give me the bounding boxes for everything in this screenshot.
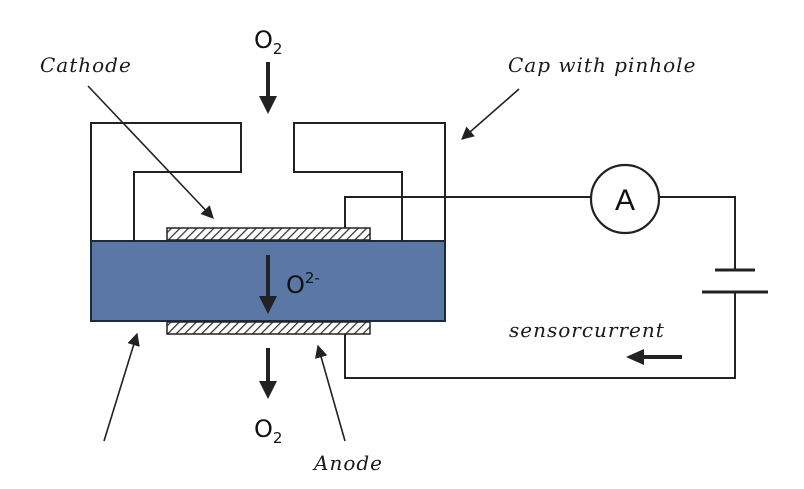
oxide-ion-arrowhead (259, 296, 277, 314)
oxide-ion-symbol: O (286, 271, 305, 299)
o2-in-subscript: 2 (273, 40, 283, 58)
cap-leader-line (461, 88, 520, 140)
o2-out-subscript: 2 (273, 429, 283, 447)
circuit-wire-top (344, 196, 590, 228)
anode-label: Anode (312, 451, 383, 475)
cap-label: Cap with pinhole (508, 53, 696, 77)
ammeter-label: A (615, 184, 635, 217)
cathode-electrode (166, 227, 371, 241)
o2-in-symbol: O (254, 26, 273, 54)
sensorcurrent-arrowhead (626, 349, 644, 365)
anode-electrode (166, 321, 371, 335)
circuit-wire-bottom (344, 292, 736, 379)
electrolyte-leader-line (103, 332, 140, 442)
circuit-wire-ammeter-battery (660, 196, 736, 270)
o2-out-arrowhead (259, 381, 277, 399)
o2-out-symbol: O (254, 415, 273, 443)
sensorcurrent-label: sensorcurrent (509, 318, 665, 342)
o2-in-label: O2 (254, 26, 282, 58)
cap-right-outline (293, 122, 446, 241)
cathode-leader-line (87, 85, 214, 219)
cathode-label: Cathode (40, 53, 132, 77)
anode-leader-line (314, 344, 346, 442)
o2-out-label: O2 (254, 415, 282, 447)
o2-in-arrowhead (259, 96, 277, 114)
oxide-ion-label: O2- (286, 269, 320, 299)
ammeter-circle (589, 163, 661, 235)
oxide-ion-superscript: 2- (305, 269, 320, 287)
cap-left-outline (90, 122, 242, 241)
